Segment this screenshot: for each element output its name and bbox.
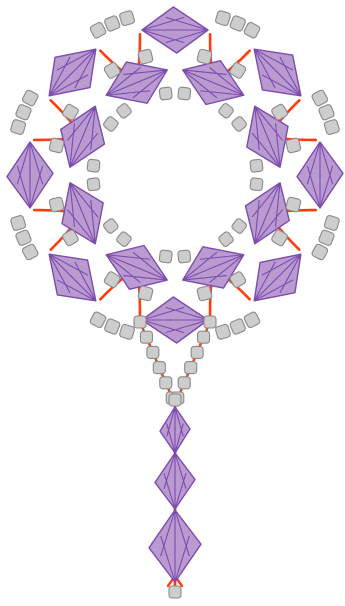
dangle-end-bead (169, 586, 181, 598)
inner-ring-bead-11 (102, 218, 119, 235)
outer-ring-bead-8 (318, 229, 335, 246)
inner-ring-bead-12 (87, 178, 100, 191)
outer-ring-bead-9 (311, 243, 329, 261)
bail-bead-right-5 (178, 377, 190, 389)
middle-ring-bead-16 (138, 49, 154, 65)
middle-ring-bead-5 (285, 197, 301, 213)
dangle-top-bead (169, 394, 181, 406)
outer-ring-bead-10 (243, 311, 261, 329)
inner-ring-bead-7 (218, 231, 235, 248)
outer-ring-bead-12 (215, 324, 231, 340)
dangle-crystal-3 (149, 510, 201, 582)
outer-ring-bead-11 (229, 318, 246, 335)
outer-crystal-8 (33, 33, 112, 112)
inner-ring-bead-5 (250, 178, 263, 191)
outer-ring-bead-3 (243, 21, 261, 39)
outer-ring-bead-23 (104, 15, 121, 32)
inner-ring-bead-3 (231, 116, 248, 133)
outer-ring-bead-22 (89, 21, 107, 39)
crystal-layer (7, 7, 343, 582)
outer-ring-bead-4 (311, 89, 329, 107)
outer-crystal-4 (238, 238, 317, 317)
bail-bead-left-5 (160, 377, 172, 389)
bail-bead-left-2 (140, 331, 152, 343)
inner-ring-bead-6 (231, 218, 248, 235)
bail-bead-right-1 (204, 316, 216, 328)
outer-ring-bead-19 (10, 119, 26, 135)
middle-ring-bead-1 (197, 49, 213, 65)
inner-ring-bead-8 (178, 250, 191, 263)
middle-ring-bead-12 (49, 197, 65, 213)
bail-bead-right-4 (185, 362, 197, 374)
outer-ring-bead-21 (21, 89, 39, 107)
outer-ring-bead-20 (15, 104, 32, 121)
bail-bead-left-3 (147, 346, 159, 358)
outer-crystal-3 (297, 142, 343, 208)
middle-ring-bead-4 (285, 138, 301, 154)
bail-bead-left-1 (134, 316, 146, 328)
outer-crystal-7 (7, 142, 53, 208)
outer-ring-bead-5 (318, 104, 335, 121)
middle-ring-bead-9 (138, 285, 154, 301)
middle-ring-bead-13 (49, 138, 65, 154)
inner-ring-bead-14 (102, 116, 119, 133)
outer-ring-bead-2 (229, 15, 246, 32)
outer-ring-bead-14 (104, 318, 121, 335)
inner-ring-bead-4 (250, 159, 263, 172)
bail-bead-right-3 (191, 346, 203, 358)
dangle-crystal-2 (155, 453, 195, 509)
bail-bead-right-2 (198, 331, 210, 343)
outer-ring-bead-17 (15, 229, 32, 246)
bail-bead-left-4 (153, 362, 165, 374)
dangle-crystal-1 (160, 407, 190, 453)
inner-ring-bead-16 (159, 87, 172, 100)
outer-ring-bead-15 (89, 311, 107, 329)
outer-ring-bead-6 (324, 119, 340, 135)
outer-crystal-2-facets (245, 40, 310, 105)
inner-ring-bead-10 (116, 231, 133, 248)
inner-ring-bead-1 (178, 87, 191, 100)
middle-ring-bead-8 (197, 285, 213, 301)
outer-ring-bead-7 (324, 215, 340, 231)
outer-ring-bead-16 (21, 243, 39, 261)
outer-crystal-6-facets (40, 245, 105, 310)
outer-crystal-1 (142, 7, 208, 53)
inner-ring-bead-15 (116, 102, 133, 119)
outer-ring-bead-13 (119, 324, 135, 340)
inner-ring-bead-13 (87, 159, 100, 172)
outer-crystal-2 (238, 33, 317, 112)
outer-ring-bead-18 (10, 215, 26, 231)
outer-crystal-8-facets (40, 40, 105, 105)
outer-crystal-4-facets (245, 245, 310, 310)
inner-ring-bead-2 (218, 102, 235, 119)
outer-ring-bead-24 (119, 10, 135, 26)
outer-ring-bead-1 (215, 10, 231, 26)
inner-ring-bead-9 (159, 250, 172, 263)
outer-crystal-6 (33, 238, 112, 317)
